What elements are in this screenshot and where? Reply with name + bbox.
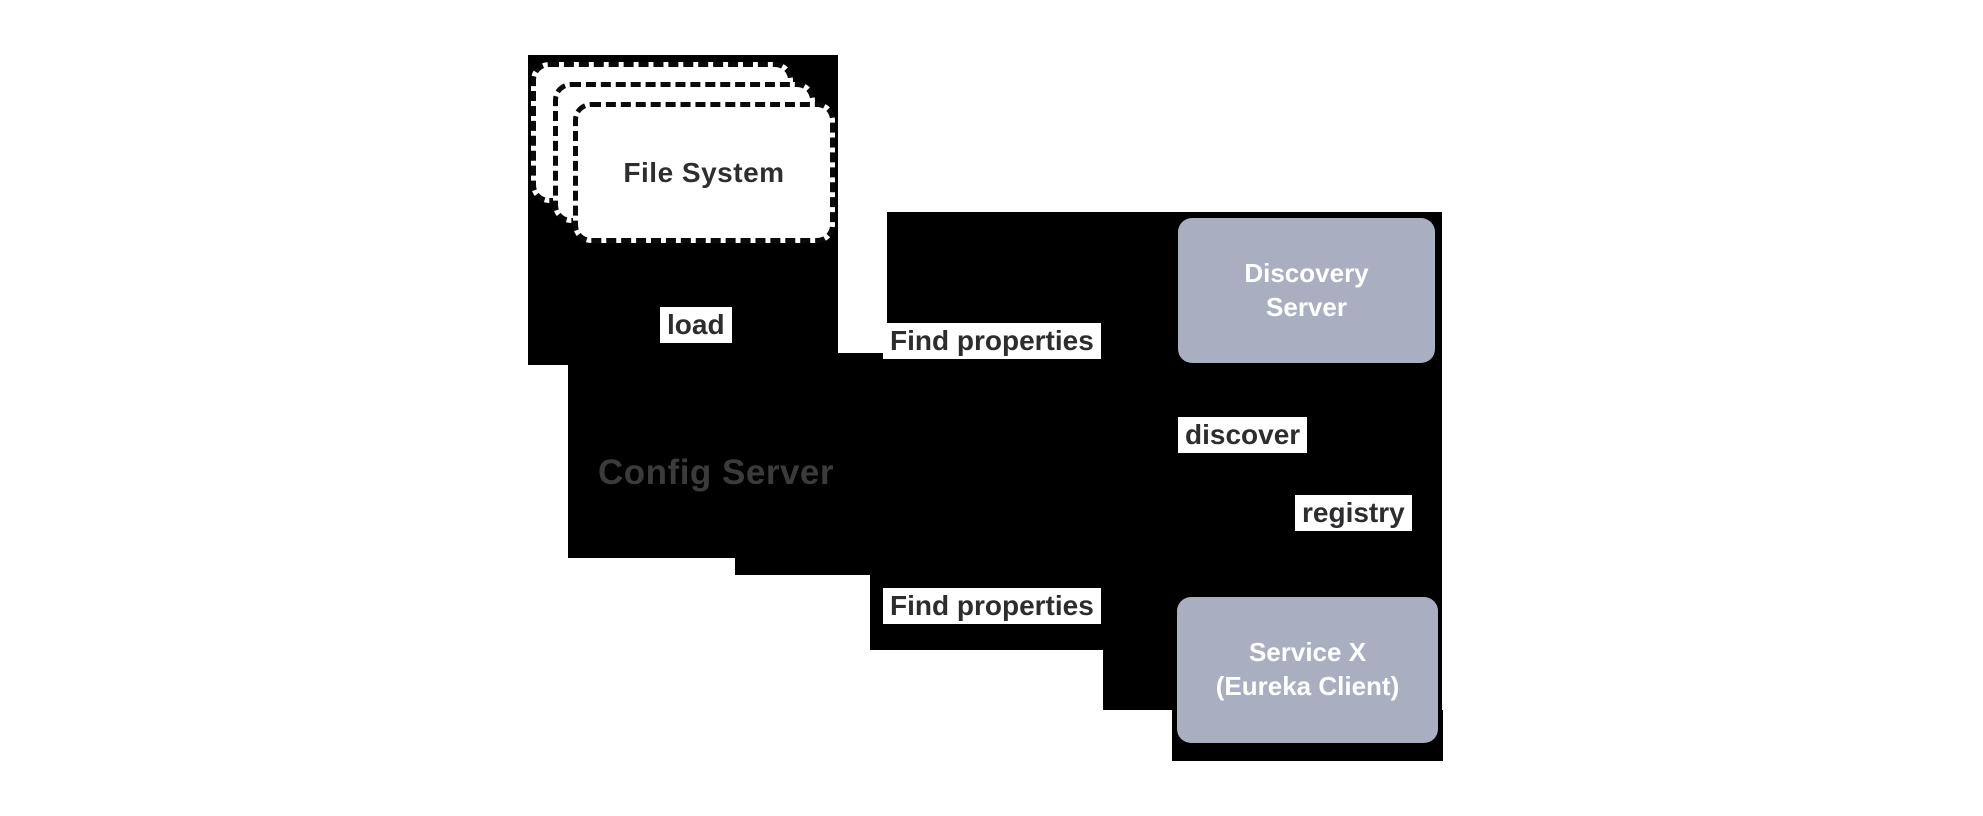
edge-label-find-properties-top: Find properties [883,323,1101,359]
discovery-server-label-line2: Server [1266,291,1347,322]
file-system-node: File System [573,102,835,243]
discovery-server-label-line1: Discovery [1244,257,1369,288]
service-x-label-line1: Service X [1248,637,1367,668]
file-system-label: File System [623,156,785,188]
config-server-label: Config Server [598,453,834,492]
discovery-server-node: Discovery Server [1178,218,1435,363]
service-x-label-line2: (Eureka Client) [1215,671,1400,701]
edge-label-registry: registry [1295,495,1412,531]
edge-label-find-properties-bottom: Find properties [883,588,1101,624]
service-x-node: Service X (Eureka Client) [1177,597,1438,743]
edge-label-load: load [660,307,732,343]
edge-label-discover: discover [1178,417,1308,453]
backdrop-region-step [735,558,1442,575]
